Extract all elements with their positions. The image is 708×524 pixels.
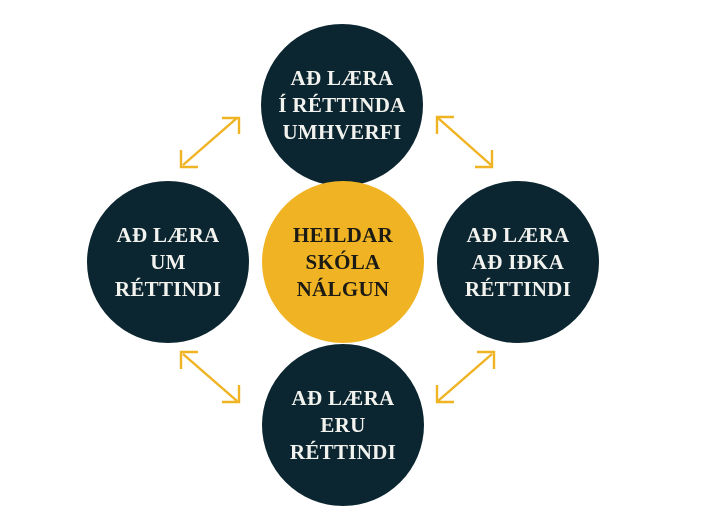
double-arrow-top-left [179, 116, 241, 169]
circle-label-line: NÁLGUN [296, 276, 390, 301]
circle-label-line: AÐ LÆRA [466, 222, 570, 247]
circle-label-line: RÉTTINDI [289, 439, 397, 464]
circle-label-line: ERU [320, 412, 366, 437]
circle-label-line: Í RÉTTINDA [278, 92, 406, 117]
circle-label-line: HEILDAR [292, 222, 394, 247]
circle-label-line: RÉTTINDI [464, 276, 572, 301]
circle-label-line: SKÓLA [305, 249, 381, 274]
circle-label-line: UM [150, 249, 186, 274]
double-arrow-top-right [435, 115, 494, 169]
circle-label-line: AÐ LÆRA [291, 385, 395, 410]
circle-bottom-learning-is-rights: AÐ LÆRA ERU RÉTTINDI [262, 344, 424, 506]
circle-left-about-rights: AÐ LÆRA UM RÉTTINDI [87, 181, 249, 343]
double-arrow-bottom-right [435, 350, 496, 404]
circle-label-line: AÐ LÆRA [290, 65, 394, 90]
circle-label-line: AÐ LÆRA [116, 222, 220, 247]
double-arrow-bottom-left [179, 350, 241, 404]
circle-right-practice-rights: AÐ LÆRA AÐ IÐKA RÉTTINDI [437, 181, 599, 343]
circle-top-rights-environment: AÐ LÆRA Í RÉTTINDA UMHVERFI [261, 24, 423, 186]
circle-label-line: AÐ IÐKA [471, 249, 565, 274]
circle-label-line: RÉTTINDI [114, 276, 222, 301]
circle-label-line: UMHVERFI [282, 119, 402, 144]
circle-center-whole-school-approach: HEILDAR SKÓLA NÁLGUN [262, 181, 424, 343]
